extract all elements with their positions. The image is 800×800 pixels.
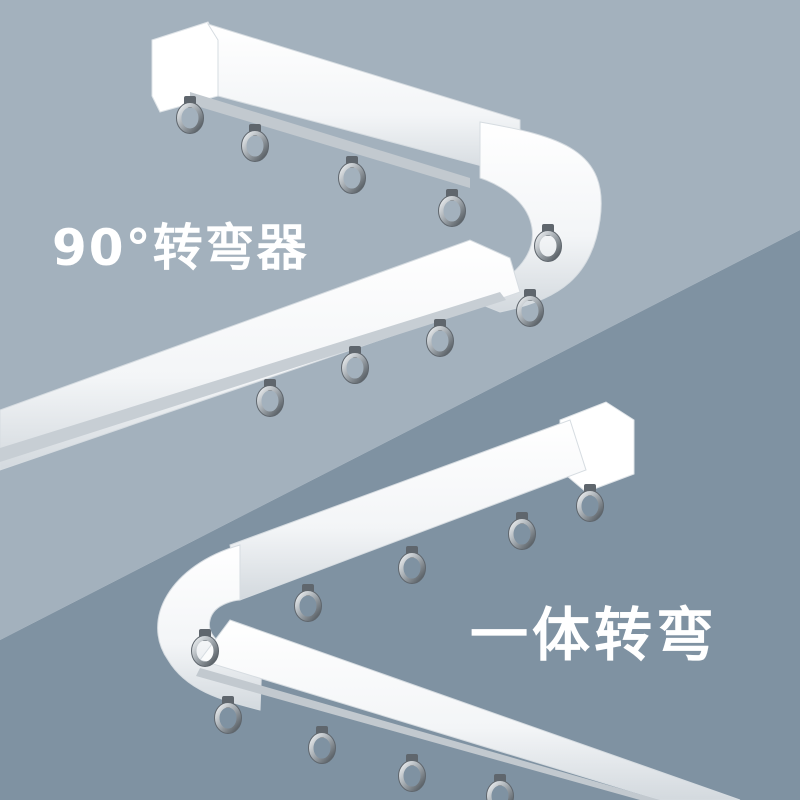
curtain-hook (214, 696, 242, 734)
curtain-hook (338, 156, 366, 194)
curtain-hook (398, 546, 426, 584)
top-rail-groove (0, 292, 506, 462)
top-caption: 90°转弯器 (52, 219, 309, 277)
bottom-caption: 一体转弯 (470, 601, 719, 669)
curtain-hook (516, 289, 544, 327)
curtain-hook (256, 379, 284, 417)
curtain-hook (426, 319, 454, 357)
bottom-rail (157, 401, 741, 800)
top-rail (0, 21, 602, 471)
curtain-hook (241, 124, 269, 162)
bottom-rail-lower-segment (199, 619, 741, 800)
curtain-hook (308, 726, 336, 764)
curtain-hook (191, 629, 219, 667)
top-rail-curve (468, 121, 602, 313)
curtain-hook (486, 774, 514, 800)
curtain-hook (534, 224, 562, 262)
top-rail-upper-groove (190, 92, 470, 188)
curtain-hook (341, 346, 369, 384)
curtain-hook (576, 484, 604, 522)
top-rail-upper-segment (206, 23, 521, 177)
bottom-rail-lower-groove (196, 668, 660, 800)
curtain-hook (398, 754, 426, 792)
curtain-hook (176, 96, 204, 134)
curtain-hooks (176, 96, 604, 800)
curtain-hook (294, 584, 322, 622)
curtain-hook (438, 189, 466, 227)
curtain-hook (508, 512, 536, 550)
